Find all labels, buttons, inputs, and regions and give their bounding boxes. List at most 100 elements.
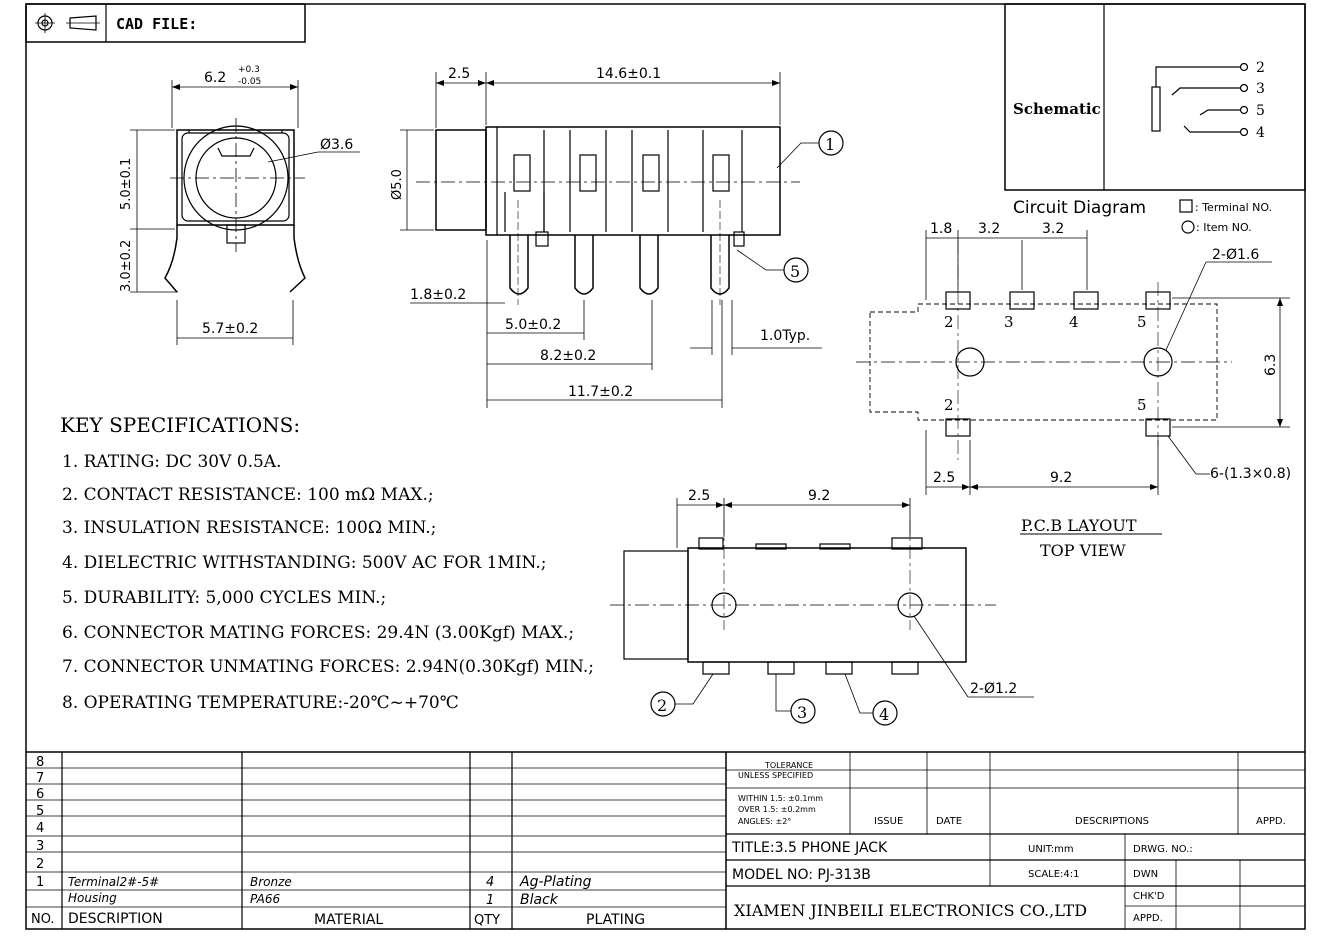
- date-label: DATE: [936, 816, 962, 827]
- cad-header: CAD FILE:: [25, 3, 306, 43]
- pcb-subtitle: TOP VIEW: [1040, 541, 1126, 560]
- side-dim-5-0: 5.0±0.2: [505, 317, 561, 333]
- schematic-pin-4: 4: [1256, 125, 1265, 141]
- tolerance-line-2: OVER 1.5: ±0.2mm: [738, 805, 816, 814]
- bom-row-number-1: 1: [36, 875, 44, 890]
- front-width-tol-upper: +0.3: [238, 65, 260, 75]
- schematic-pin-5: 5: [1256, 103, 1265, 119]
- front-pin-span-dim: 5.7±0.2: [202, 321, 258, 337]
- terminal-no-label: : Terminal NO.: [1195, 201, 1272, 214]
- bom-header-description: DESCRIPTION: [68, 911, 163, 927]
- bom-row-2-plating: Ag-Plating: [519, 874, 592, 890]
- pcb-pad-label-4: 4: [1069, 313, 1079, 331]
- top-hole-note: 2-Ø1.2: [970, 681, 1017, 697]
- pcb-pad-label-2: 2: [944, 313, 954, 331]
- tolerance-line-3: ANGLES: ±2°: [738, 817, 791, 826]
- front-height-dim: 5.0±0.1: [119, 158, 134, 210]
- schematic-symbol: [1151, 62, 1249, 137]
- bom-header-no: NO.: [31, 912, 55, 927]
- side-dim-2-5: 2.5: [448, 66, 470, 82]
- top-callout-4: 4: [879, 705, 889, 724]
- bom-row-number-3: 3: [36, 839, 44, 854]
- top-view: [610, 498, 1034, 726]
- spec-item-6: 6. CONNECTOR MATING FORCES: 29.4N (3.00K…: [62, 623, 574, 643]
- pcb-dim-3-2a: 3.2: [978, 221, 1000, 237]
- bom-row-number-8: 8: [36, 755, 44, 770]
- appd2-label: APPD.: [1133, 913, 1163, 924]
- bom-header-plating: PLATING: [586, 912, 645, 928]
- pcb-dim-9-2: 9.2: [1050, 470, 1072, 486]
- top-callout-3: 3: [797, 703, 807, 722]
- top-dim-9-2: 9.2: [808, 488, 830, 504]
- projection-symbol-icon: [35, 13, 100, 33]
- chkd-label: CHK'D: [1133, 891, 1165, 902]
- front-view: [130, 80, 360, 345]
- callout-5-label: 5: [790, 262, 800, 281]
- spec-item-5: 5. DURABILITY: 5,000 CYCLES MIN.;: [62, 588, 386, 608]
- top-dim-2-5: 2.5: [688, 488, 710, 504]
- spec-item-4: 4. DIELECTRIC WITHSTANDING: 500V AC FOR …: [62, 553, 546, 573]
- pcb-dim-6-3: 6.3: [1263, 354, 1279, 376]
- sheet-border: [25, 3, 1306, 930]
- schematic-box: Schematic 2 3 5 4: [1004, 3, 1306, 191]
- pcb-hole-note: 2-Ø1.6: [1212, 247, 1259, 263]
- title-text: TITLE:3.5 PHONE JACK: [731, 840, 888, 856]
- bom-row-2-qty: 4: [486, 875, 494, 890]
- circuit-diagram-label: Circuit Diagram: [1013, 198, 1146, 218]
- title-block: [726, 752, 1305, 929]
- side-view: [400, 72, 844, 408]
- schematic-label: Schematic: [1013, 100, 1101, 118]
- scale-text: SCALE:4:1: [1028, 869, 1080, 880]
- front-width-tol-lower: -0.05: [238, 77, 261, 87]
- side-dim-1-8: 1.8±0.2: [410, 287, 466, 303]
- bom-row-number-4: 4: [36, 821, 44, 836]
- pcb-dim-2-5: 2.5: [933, 470, 955, 486]
- pcb-pad-label-2-bottom: 2: [944, 396, 954, 414]
- pcb-pad-note: 6-(1.3×0.8): [1210, 466, 1291, 482]
- side-dim-dia: Ø5.0: [390, 169, 405, 200]
- pcb-title: P.C.B LAYOUT: [1021, 516, 1137, 535]
- bom-table: [26, 751, 1305, 929]
- schematic-pin-2: 2: [1256, 60, 1265, 76]
- cad-file-label: CAD FILE:: [116, 15, 197, 33]
- unit-text: UNIT:mm: [1028, 844, 1074, 855]
- pcb-pad-label-5: 5: [1137, 313, 1147, 331]
- spec-item-2: 2. CONTACT RESISTANCE: 100 mΩ MAX.;: [62, 485, 434, 505]
- side-dim-length: 14.6±0.1: [596, 66, 661, 82]
- callout-1-label: 1: [825, 135, 835, 154]
- pcb-dim-3-2b: 3.2: [1042, 221, 1064, 237]
- drwg-no-label: DRWG. NO.:: [1133, 844, 1193, 855]
- bom-row-1-plating: Black: [520, 892, 559, 908]
- item-circle-icon: [1181, 220, 1195, 234]
- bom-header-qty: QTY: [474, 913, 500, 928]
- side-dim-11-7: 11.7±0.2: [568, 384, 633, 400]
- tolerance-title-2: UNLESS SPECIFIED: [738, 771, 813, 780]
- spec-item-8: 8. OPERATING TEMPERATURE:-20℃~+70℃: [62, 693, 459, 713]
- tolerance-title-1: TOLERANCE: [764, 761, 813, 770]
- pcb-pad-label-5-bottom: 5: [1137, 396, 1147, 414]
- company-name: XIAMEN JINBEILI ELECTRONICS CO.,LTD: [734, 901, 1087, 920]
- item-no-label: : Item NO.: [1196, 221, 1252, 234]
- spec-item-1: 1. RATING: DC 30V 0.5A.: [62, 452, 281, 472]
- bom-row-number-7: 7: [36, 771, 44, 786]
- schematic-pin-3: 3: [1256, 81, 1265, 97]
- front-hole-dim: Ø3.6: [320, 137, 353, 153]
- issue-label: ISSUE: [874, 816, 903, 827]
- front-width-dim: 6.2: [204, 70, 226, 86]
- bom-row-2-material: Bronze: [250, 875, 292, 889]
- bom-row-number-5: 5: [36, 804, 44, 819]
- side-dim-8-2: 8.2±0.2: [540, 348, 596, 364]
- bom-row-1-description: Housing: [68, 891, 117, 905]
- tolerance-line-1: WITHIN 1.5: ±0.1mm: [738, 794, 823, 803]
- spec-item-7: 7. CONNECTOR UNMATING FORCES: 2.94N(0.30…: [62, 657, 594, 677]
- appd-label: APPD.: [1256, 816, 1286, 827]
- bom-row-1-material: PA66: [250, 892, 280, 906]
- bom-row-1-qty: 1: [486, 893, 494, 908]
- dwn-label: DWN: [1133, 869, 1158, 880]
- terminal-square-icon: [1179, 199, 1193, 213]
- specs-heading: KEY SPECIFICATIONS:: [60, 413, 300, 437]
- pcb-pad-label-3: 3: [1004, 313, 1014, 331]
- key-specifications: KEY SPECIFICATIONS: 1. RATING: DC 30V 0.…: [60, 413, 594, 713]
- bom-row-number-6: 6: [36, 787, 44, 802]
